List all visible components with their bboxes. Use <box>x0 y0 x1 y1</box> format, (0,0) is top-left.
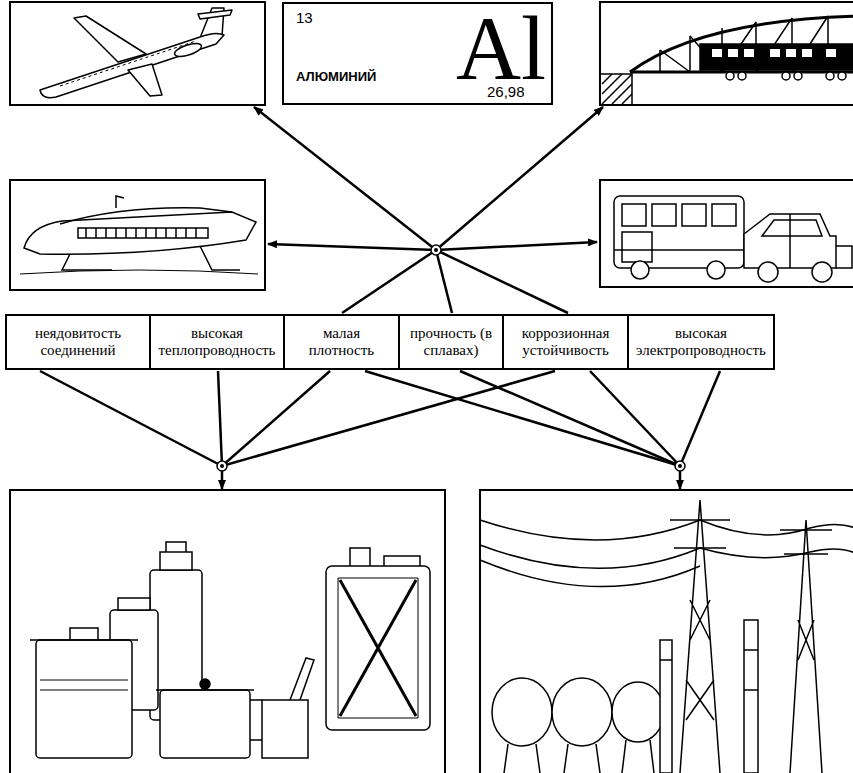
property-box: коррозионная устойчивость <box>502 314 629 370</box>
property-label: высокая теплопроводность <box>151 325 283 359</box>
hub-dots <box>217 245 685 471</box>
property-label: прочность (в сплавах) <box>400 325 502 359</box>
property-label: коррозионная устойчивость <box>504 325 627 359</box>
atomic-mass: 26,98 <box>487 84 525 99</box>
power-picture <box>480 500 853 773</box>
element-name: АЛЮМИНИЙ <box>296 70 376 83</box>
property-label: малая плотность <box>285 325 398 359</box>
atomic-number: 13 <box>296 10 313 25</box>
cookware-picture <box>30 542 430 758</box>
property-box: высокая электропроводность <box>627 314 775 370</box>
property-box: неядовитость соединений <box>5 314 151 370</box>
vehicles-picture <box>614 196 852 282</box>
element-symbol: Al <box>456 4 546 94</box>
airplane-picture <box>40 8 232 98</box>
property-box: малая плотность <box>283 314 400 370</box>
bridge-picture <box>600 16 853 105</box>
property-box: прочность (в сплавах) <box>398 314 504 370</box>
property-box: высокая теплопроводность <box>149 314 285 370</box>
property-label: высокая электропроводность <box>629 325 773 359</box>
property-label: неядовитость соединений <box>7 325 149 359</box>
element-card: 13АЛЮМИНИЙ Al26,98 <box>282 2 553 105</box>
boat-picture <box>20 196 258 274</box>
picture-frames <box>10 2 853 773</box>
connector-lines <box>40 107 720 489</box>
